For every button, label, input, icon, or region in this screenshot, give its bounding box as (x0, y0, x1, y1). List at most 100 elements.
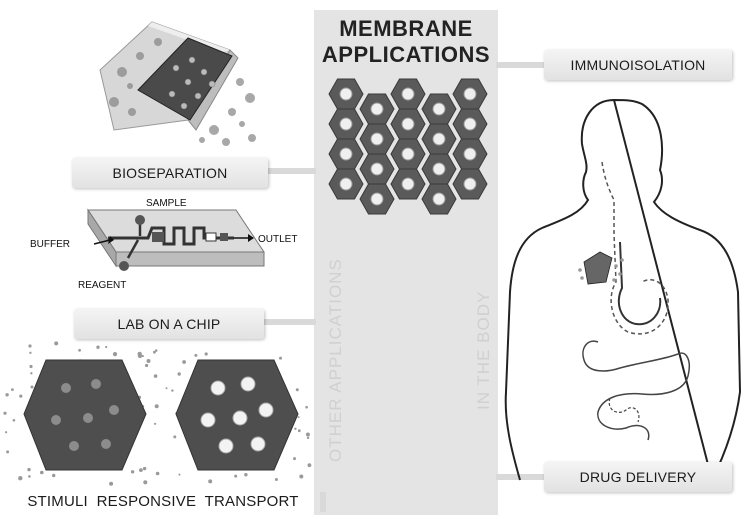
molecule-dot (131, 470, 134, 473)
category-other-applications: OTHER APPLICATIONS (326, 258, 346, 462)
membrane-cell (329, 109, 363, 139)
molecule-dot (182, 360, 186, 364)
connector-immunoisolation (496, 62, 546, 68)
lab-on-a-chip-illustration: SAMPLE BUFFER OUTLET REAGENT (28, 192, 300, 304)
connector-bioseparation (266, 168, 316, 174)
molecule-dot (54, 341, 58, 345)
membrane-cell (391, 79, 425, 109)
molecule-dot (308, 463, 312, 467)
molecule-dot (145, 364, 148, 367)
molecule-dot (244, 473, 247, 476)
category-in-the-body: IN THE BODY (474, 291, 494, 410)
molecule-dot (13, 419, 16, 422)
membrane-cell (391, 139, 425, 169)
molecule-dot (18, 476, 22, 480)
molecule-dot (156, 472, 160, 476)
title-line-1: MEMBRANE (314, 16, 498, 42)
molecule-dot (143, 480, 147, 484)
molecule-dot (298, 429, 301, 432)
molecule-dot (5, 431, 7, 433)
molecule-dot (306, 433, 310, 437)
molecule-dot (11, 388, 14, 391)
title-line-2: APPLICATIONS (314, 42, 498, 68)
molecule-dot (105, 346, 107, 348)
molecule-dot (298, 416, 300, 418)
molecule-dot (208, 479, 212, 483)
molecule-dot (52, 474, 55, 477)
molecule-dot (178, 372, 181, 375)
molecule-dot (138, 352, 142, 356)
molecule-dot (234, 475, 237, 478)
chip-label-reagent: REAGENT (78, 280, 126, 291)
label-bioseparation: BIOSEPARATION (72, 158, 268, 188)
membrane-cell (360, 94, 394, 124)
connector-lab-on-a-chip (262, 319, 316, 325)
bioseparation-membrane-illustration (92, 12, 262, 154)
membrane-cell (391, 169, 425, 199)
molecule-dot (19, 395, 22, 398)
molecule-dot (40, 471, 44, 475)
molecule-dot (305, 406, 308, 409)
membrane-cell (422, 124, 456, 154)
molecule-dot (205, 352, 208, 355)
human-body-illustration (502, 92, 750, 519)
molecule-dot (96, 346, 99, 349)
membrane-cell (422, 184, 456, 214)
molecule-dot (166, 387, 168, 389)
molecule-dot (27, 468, 30, 471)
molecule-dot (29, 352, 31, 354)
membrane-cell (453, 139, 487, 169)
molecule-dot (275, 478, 278, 481)
membrane-cell (329, 79, 363, 109)
molecule-dot (296, 388, 299, 391)
molecule-dot (154, 423, 156, 425)
label-immunoisolation: IMMUNOISOLATION (544, 50, 732, 80)
membrane-cell (329, 169, 363, 199)
molecule-dot (293, 457, 296, 460)
molecule-dot (279, 357, 282, 360)
molecule-dot (171, 389, 173, 391)
molecule-dot (113, 352, 117, 356)
molecule-dot (194, 354, 197, 357)
membrane-cell (360, 154, 394, 184)
chip-label-sample: SAMPLE (146, 198, 187, 209)
chip-label-outlet: OUTLET (258, 234, 297, 245)
molecule-dot (155, 404, 159, 408)
molecule-dot (139, 468, 143, 472)
molecule-dot (153, 351, 156, 354)
membrane-cell (422, 154, 456, 184)
molecule-dot (6, 450, 9, 453)
molecule-dot (143, 467, 146, 470)
membrane-cell (360, 124, 394, 154)
membrane-cell (453, 79, 487, 109)
molecule-dot (299, 475, 303, 479)
molecule-dot (78, 349, 81, 352)
label-lab-on-a-chip: LAB ON A CHIP (74, 309, 264, 339)
label-stimuli-responsive-transport: STIMULI RESPONSIVE TRANSPORT (4, 488, 322, 516)
molecule-dot (173, 435, 176, 438)
molecule-dot (294, 428, 296, 430)
chip-label-buffer: BUFFER (30, 239, 70, 250)
molecule-dot (3, 412, 6, 415)
molecule-dot (29, 365, 32, 368)
membrane-honeycomb-graphic (326, 76, 492, 216)
molecule-dot (28, 475, 31, 478)
molecule-dot (154, 374, 158, 378)
molecule-dot (109, 482, 113, 486)
label-drug-delivery: DRUG DELIVERY (544, 462, 732, 492)
molecule-dot (5, 393, 8, 396)
membrane-cell (453, 109, 487, 139)
molecule-dot (147, 359, 151, 363)
molecule-dot (31, 386, 34, 389)
molecule-dot (179, 474, 181, 476)
molecule-dot (307, 437, 309, 439)
membrane-cell (329, 139, 363, 169)
molecule-dot (28, 344, 31, 347)
membrane-cell (422, 94, 456, 124)
stimuli-responsive-illustration (2, 340, 314, 490)
membrane-cell (391, 109, 425, 139)
membrane-cell (453, 169, 487, 199)
membrane-cell (360, 184, 394, 214)
molecule-dot (30, 372, 32, 374)
